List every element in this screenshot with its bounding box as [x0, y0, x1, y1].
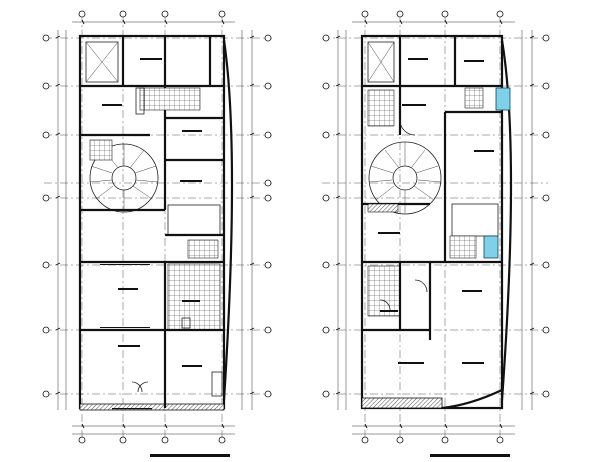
- left-grid-axes: [44, 14, 272, 440]
- right-interior: [362, 36, 511, 340]
- right-outer-walls: [360, 34, 513, 410]
- bathtub-upper: [495, 87, 511, 111]
- right-dimension-lines: [335, 19, 535, 435]
- right-scale-bar: [430, 454, 510, 457]
- left-interior: [80, 36, 224, 408]
- left-plan: [42, 10, 272, 457]
- right-room-labels: [378, 58, 494, 364]
- left-room-labels: [100, 58, 202, 410]
- right-plan: [322, 10, 550, 457]
- right-axis-bubbles: [322, 10, 550, 444]
- left-scale-bar: [150, 454, 230, 457]
- left-axis-bubbles: [42, 10, 272, 444]
- left-dimension-lines: [55, 19, 255, 435]
- bathtub-lower: [483, 235, 499, 259]
- right-grid-axes: [322, 14, 548, 440]
